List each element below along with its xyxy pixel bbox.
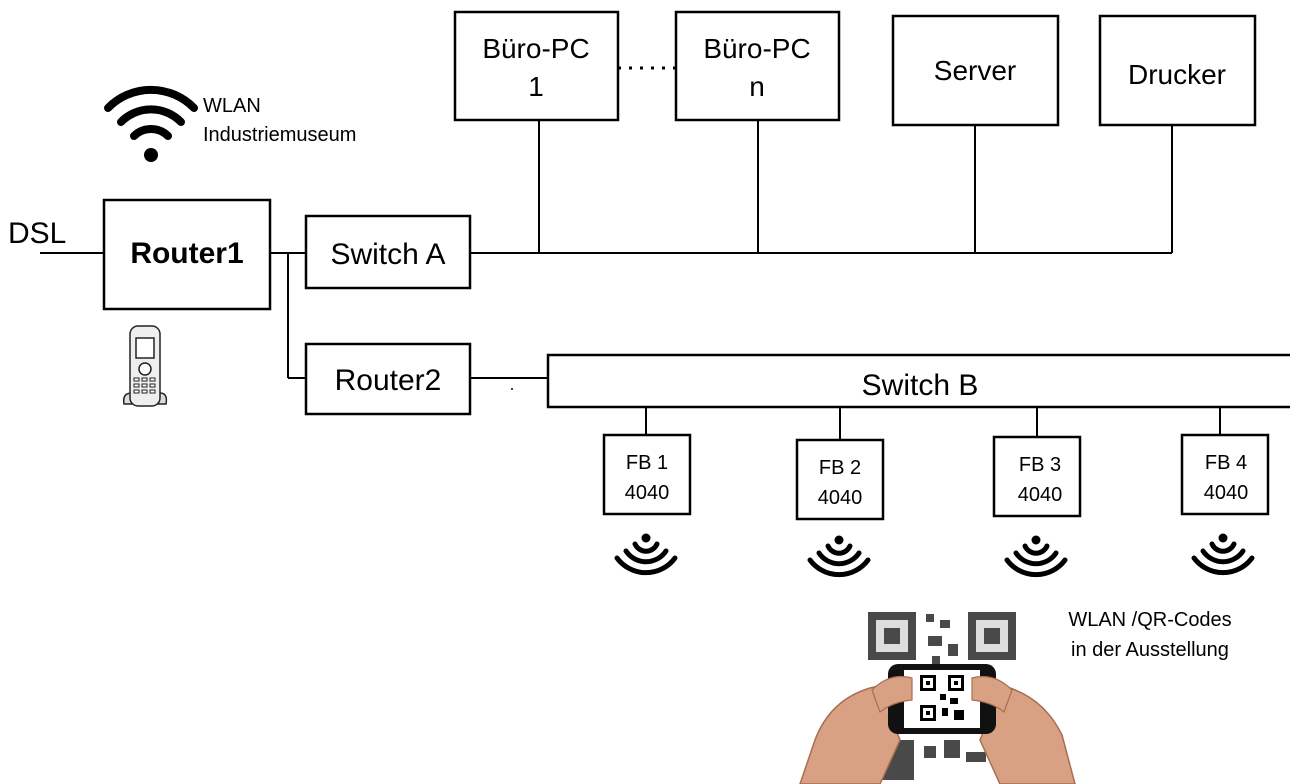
stray-dot (511, 388, 513, 390)
buero-pc-n-label: Büro-PC (703, 33, 810, 64)
router1-node: Router1 (102, 198, 272, 311)
signal-icon (614, 533, 678, 576)
wlan-label-line1: WLAN (203, 95, 261, 117)
switch-b-node: Switch B (546, 353, 1290, 409)
qr-code-phone-icon (799, 612, 1076, 784)
server-label: Server (934, 55, 1016, 86)
buero-pc-1-node: Büro-PC 1 (453, 10, 620, 122)
fb4-node: FB 4 4040 (1180, 433, 1270, 516)
signal-icon (1191, 533, 1255, 576)
phone-icon (122, 325, 168, 407)
buero-pc-n-number: n (749, 71, 765, 102)
server-node: Server (891, 14, 1060, 127)
wifi-icon (104, 85, 198, 162)
switch-b-label: Switch B (862, 369, 979, 402)
fb1-model: 4040 (625, 482, 670, 504)
fb1-label: FB 1 (626, 452, 668, 474)
fb3-label: FB 3 (1019, 454, 1061, 476)
fb3-model: 4040 (1018, 484, 1063, 506)
router2-label: Router2 (335, 364, 442, 397)
fb2-model: 4040 (818, 487, 863, 509)
drucker-node: Drucker (1098, 14, 1257, 127)
router2-node: Router2 (304, 342, 472, 416)
drucker-label: Drucker (1128, 59, 1226, 90)
wlan-label-line2: Industriemuseum (203, 124, 356, 146)
buero-pc-n-node: Büro-PC n (674, 10, 841, 122)
switch-a-label: Switch A (330, 238, 445, 271)
fb1-node: FB 1 4040 (602, 433, 692, 516)
fb3-node: FB 3 4040 (992, 435, 1082, 518)
buero-pc-1-number: 1 (528, 71, 544, 102)
buero-pc-1-label: Büro-PC (482, 33, 589, 64)
fb2-label: FB 2 (819, 457, 861, 479)
router1-label: Router1 (130, 237, 243, 270)
qr-label-line1: WLAN /QR-Codes (1068, 609, 1231, 631)
signal-icon (1004, 535, 1068, 578)
switch-a-node: Switch A (304, 214, 472, 290)
signal-icon (807, 535, 871, 578)
qr-label-line2: in der Ausstellung (1071, 639, 1229, 661)
fb4-model: 4040 (1204, 482, 1249, 504)
fb4-label: FB 4 (1205, 452, 1247, 474)
fb2-node: FB 2 4040 (795, 438, 885, 521)
dsl-label: DSL (8, 217, 66, 250)
